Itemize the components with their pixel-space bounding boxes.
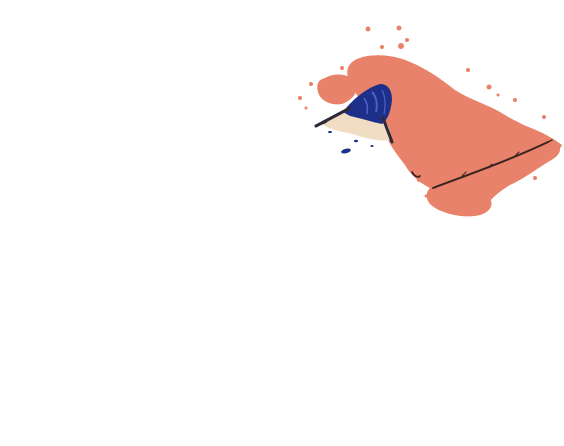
splash-drop <box>298 96 302 100</box>
splash-drop <box>533 176 537 180</box>
stick <box>411 139 553 189</box>
hat-outline <box>314 106 394 144</box>
hat-highlight <box>381 89 386 115</box>
splash-drop <box>340 66 344 70</box>
blue-hat <box>343 84 392 124</box>
splash-main <box>347 55 561 215</box>
splash-drop <box>357 59 363 65</box>
splash-drop <box>486 84 492 90</box>
hat-highlight <box>363 97 369 115</box>
splash-drop <box>398 43 404 49</box>
splash-drop <box>417 178 421 182</box>
splash-lobe-left <box>317 74 358 105</box>
splash-drop <box>304 106 308 110</box>
splash-drop <box>496 93 500 97</box>
blue-flecks <box>328 131 374 154</box>
splash-drop <box>424 194 428 198</box>
splash-lobe-bottom <box>426 185 492 217</box>
splash-drop <box>542 115 546 119</box>
splash-drop <box>466 68 470 72</box>
splash-drop <box>513 98 517 102</box>
splash-drop <box>380 45 384 49</box>
splash-drop <box>405 38 409 42</box>
hat-highlight <box>371 91 378 113</box>
splash-drop <box>365 26 371 32</box>
splash-drop <box>309 82 313 86</box>
splash-drop <box>396 25 402 31</box>
